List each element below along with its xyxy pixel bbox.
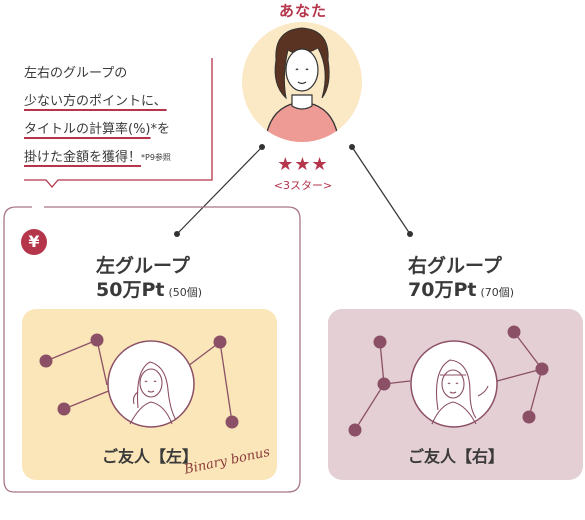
you-avatar (264, 27, 340, 142)
left-friend-avatar (129, 361, 177, 425)
note-line-3: タイトルの計算率(%) (24, 122, 151, 137)
connector-right-dot-top (349, 144, 355, 150)
connector-left (176, 146, 263, 235)
left-group-count: (50個) (168, 286, 203, 299)
bonus-note: 左右のグループの 少ない方のポイントに、 タイトルの計算率(%)*を 掛けた金額… (24, 60, 214, 172)
star-caption: <3スター> (273, 179, 333, 192)
connector-left-dot-top (259, 144, 265, 150)
left-group-title: 左グループ (96, 255, 190, 277)
left-group-points: 50万Pt (96, 279, 165, 301)
right-friend-avatar (431, 359, 489, 425)
right-group-header: 右グループ 70万Pt(70個) (408, 254, 514, 305)
yen-icon: ¥ (21, 229, 47, 255)
left-nodes (39, 333, 239, 429)
connector-right-dot-bottom (407, 231, 413, 237)
note-line-2: 少ない方のポイントに、 (24, 94, 167, 109)
you-label: あなた (278, 2, 327, 20)
note-line-4: 掛けた金額を獲得！ (24, 150, 142, 165)
star-rating: ★★★ (277, 154, 329, 175)
note-reference: *P9参照 (141, 153, 171, 162)
left-group-frame (3, 206, 301, 493)
note-asterisk: *を (150, 122, 171, 137)
note-line-1: 左右のグループの (24, 66, 128, 81)
right-friend-label: ご友人【右】 (407, 447, 504, 466)
right-group-count: (70個) (480, 286, 515, 299)
note-callout-border (24, 58, 213, 188)
right-group-title: 右グループ (408, 255, 502, 277)
right-friend-avatar-bg (410, 340, 498, 428)
connector-left-dot-bottom (174, 231, 180, 237)
left-friend-label: ご友人【左】 (101, 447, 198, 466)
right-nodes (348, 325, 549, 437)
connector-right (351, 146, 411, 235)
left-group-header: 左グループ 50万Pt(50個) (96, 254, 202, 305)
right-group-points: 70万Pt (408, 279, 477, 301)
left-friend-avatar-bg (107, 340, 195, 428)
